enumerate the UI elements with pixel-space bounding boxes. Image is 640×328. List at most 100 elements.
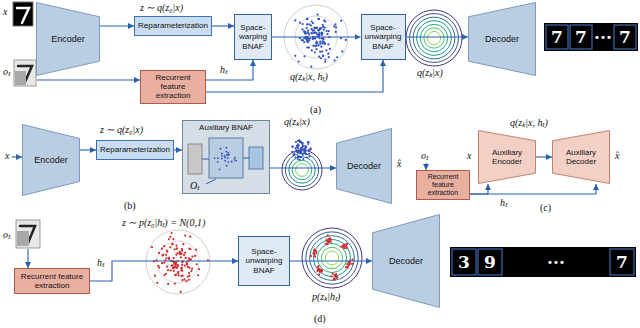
sample-dot (175, 274, 177, 276)
math-label: x (467, 150, 471, 162)
node-label: Decoder (389, 256, 423, 266)
sample-dot (312, 38, 314, 40)
sample-dot (310, 20, 312, 22)
sample-dot (333, 59, 335, 61)
sample-dot (175, 244, 177, 246)
sample-dot (181, 264, 183, 266)
sample-dot (306, 18, 308, 20)
node-outline (183, 121, 270, 194)
sample-dot (322, 41, 324, 43)
sample-dot (194, 255, 196, 257)
sample-dot (300, 141, 302, 143)
sample-dot (297, 155, 299, 157)
sample-dot (170, 269, 172, 271)
sample-dot (318, 33, 320, 35)
sample-dot (179, 253, 181, 255)
sample-dot (318, 274, 320, 276)
encoder-block: Encoder (36, 2, 100, 76)
sample-dot (168, 258, 170, 260)
sample-dot (231, 161, 233, 163)
sample-dot (316, 13, 318, 15)
math-label: z ∼ p(z₀|hₜ) = N(0,1) (122, 217, 205, 229)
sample-dot (167, 269, 169, 271)
sample-dot (305, 146, 307, 148)
scatter-ring (146, 230, 210, 294)
sample-dot (315, 48, 317, 50)
sample-dot (301, 147, 303, 149)
node-label: Space-unwarping BNAF (364, 23, 403, 51)
sample-dot (319, 51, 321, 53)
sample-dot (318, 56, 320, 58)
scatter-ring (168, 252, 188, 272)
sample-dot (195, 249, 197, 251)
sample-dot (302, 142, 304, 144)
sample-dot (295, 141, 297, 143)
node-outline (479, 131, 536, 184)
sample-dot (227, 154, 229, 156)
sample-dot (321, 50, 323, 52)
sample-dot (297, 145, 299, 147)
arrow-connector (90, 261, 238, 281)
sample-dot (190, 270, 192, 272)
sample-dot (315, 27, 317, 29)
contour-ring (282, 150, 322, 190)
digit-sample: ··· (592, 25, 614, 49)
sample-dot (293, 153, 295, 155)
sample-dot (292, 145, 294, 147)
node-label: Decoder (347, 161, 381, 171)
sample-dot (190, 258, 192, 260)
sample-dot (315, 41, 317, 43)
sample-dot (313, 27, 315, 29)
sample-dot (181, 279, 183, 281)
sample-dot (314, 51, 316, 53)
sample-dot (324, 43, 326, 45)
sample-dot (183, 254, 185, 256)
sample-dot (163, 245, 165, 247)
sample-dot (349, 263, 351, 265)
digit-sample: 3 (452, 249, 476, 275)
math-label: q(zₖ|x, hₜ) (510, 117, 548, 129)
contour-ring (417, 21, 452, 56)
sample-dot (340, 246, 342, 248)
arrow-connector (174, 149, 182, 150)
arrow-connector (270, 167, 336, 168)
input-arrow (27, 249, 28, 268)
sample-dot (308, 153, 310, 155)
sample-dot (321, 32, 323, 34)
sample-dot (304, 32, 306, 34)
node-label: Decoder (485, 34, 519, 44)
contour-ring (306, 232, 358, 284)
sample-dot (320, 27, 322, 29)
decoder-block: Decoder (336, 128, 392, 204)
sample-dot (166, 265, 168, 267)
decoder-block: Auxiliary Decoder (552, 130, 610, 184)
sample-dot (310, 255, 312, 257)
sample-dot (315, 250, 317, 252)
sample-dot (314, 256, 316, 258)
sample-dot (174, 266, 176, 268)
digit-sample: ··· (504, 249, 608, 275)
sample-dot (306, 18, 308, 20)
sample-dot (221, 158, 223, 160)
sample-dot (294, 55, 296, 57)
sample-dot (224, 155, 226, 157)
sample-dot (299, 149, 301, 151)
flow-box: Space-unwarping BNAF (238, 236, 290, 286)
node-label: Recurrent feature extraction (143, 73, 203, 101)
sample-dot (300, 156, 302, 158)
sample-dot (309, 149, 311, 151)
math-label: z ∼ q(z₀|x) (140, 2, 183, 14)
contour-ring (325, 251, 339, 265)
sample-dot (163, 262, 165, 264)
panel-label: (d) (314, 313, 326, 325)
sample-dot (305, 38, 307, 40)
sample-dot (345, 247, 347, 249)
arrow-connector (470, 184, 488, 194)
sample-dot (158, 266, 160, 268)
sample-dot (224, 160, 226, 162)
node-label: Recurrent feature extraction (419, 173, 467, 197)
sample-dot (305, 32, 307, 34)
sample-dot (300, 147, 302, 149)
sample-dot (313, 249, 315, 251)
arrow-connector (470, 184, 596, 194)
